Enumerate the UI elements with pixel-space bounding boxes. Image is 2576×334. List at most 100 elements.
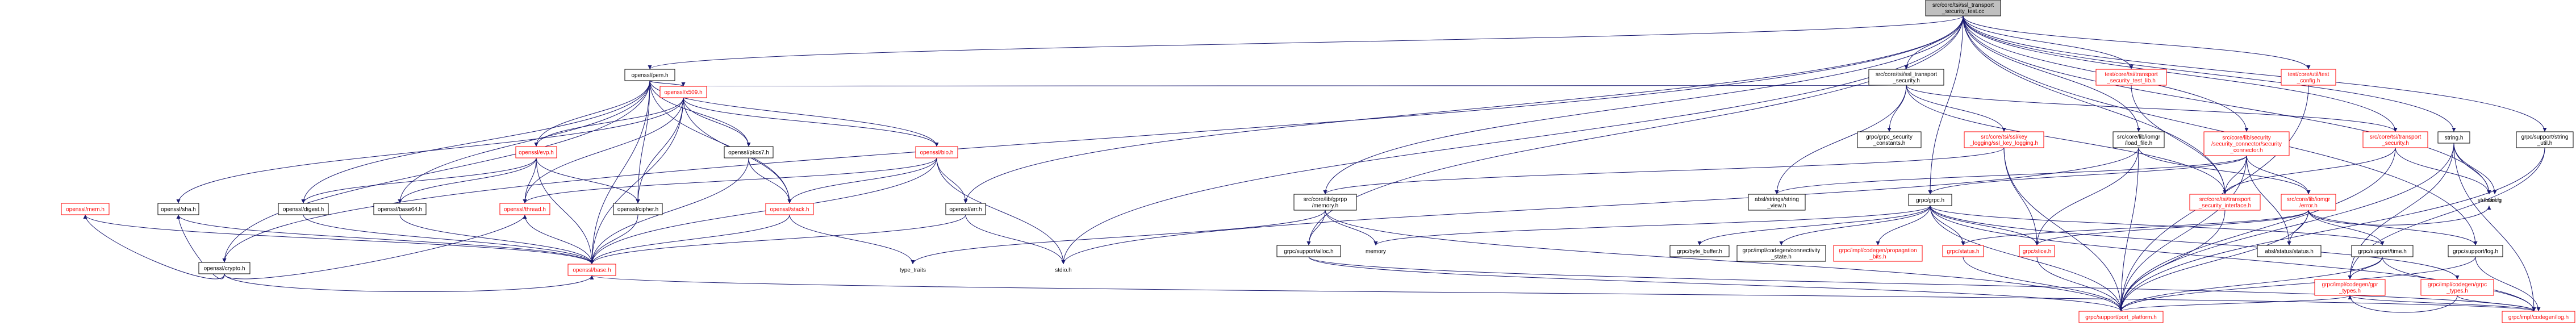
node-label: absl/strings/string: [1755, 197, 1799, 203]
node-loadfile[interactable]: src/core/lib/iomgr/load_file.h: [2112, 131, 2165, 148]
node-pem[interactable]: openssl/pem.h: [624, 69, 675, 81]
node-alloc[interactable]: grpc/support/alloc.h: [1276, 245, 1341, 257]
edge-pkcs7-to-stack: [748, 157, 792, 204]
edge-gprtypes-to-gprtypes2: [2348, 295, 2458, 313]
edge-pem-to-cipher: [636, 80, 650, 204]
edge-pem-to-base64: [398, 80, 650, 204]
edge-ssltsh-to-strview: [1775, 85, 1907, 195]
node-label: src/core/lib/iomgr: [2287, 197, 2331, 203]
node-evp[interactable]: openssl/evp.h: [515, 146, 557, 158]
node-box: [659, 86, 707, 98]
edge-root-to-grpch: [1928, 15, 1964, 195]
node-label: _util.h: [2537, 140, 2553, 147]
node-timeh[interactable]: grpc/support/time.h: [2351, 245, 2414, 257]
node-box: [1857, 131, 1922, 148]
edge-errorh-to-logh: [2308, 210, 2478, 246]
node-box: [624, 69, 675, 81]
edge-seccon-to-tsiiface: [2223, 155, 2247, 195]
node-layer: src/core/tsi/ssl_transport_security_test…: [61, 0, 2575, 323]
edge-grpch-to-memory: [1373, 205, 1931, 246]
node-cipher[interactable]: openssl/cipher.h: [613, 203, 663, 215]
node-box: [2362, 131, 2428, 148]
node-bytebuf[interactable]: grpc/byte_buffer.h: [1669, 245, 1730, 257]
edge-pem-to-x509: [649, 80, 686, 87]
node-strview[interactable]: absl/strings/string_view.h: [1748, 194, 1806, 211]
edge-grpch-to-gprtypes: [1930, 205, 2460, 280]
node-testconfig[interactable]: test/core/util/test_config.h: [2281, 69, 2336, 86]
node-strutil[interactable]: grpc/support/string_util.h: [2516, 131, 2574, 148]
node-seccon[interactable]: src/core/lib/security/security_connector…: [2203, 131, 2290, 156]
node-box: [515, 146, 557, 158]
node-stack[interactable]: openssl/stack.h: [765, 203, 814, 215]
edge-root-to-logh: [1963, 15, 2478, 246]
node-testlib[interactable]: test/core/tsi/transport_security_test_li…: [2095, 69, 2167, 86]
node-digest[interactable]: openssl/digest.h: [278, 203, 329, 215]
node-box: [724, 146, 774, 158]
node-label: grpc/support/string: [2521, 134, 2569, 140]
node-memory: memory: [1366, 249, 1386, 255]
node-sha[interactable]: openssl/sha.h: [157, 203, 199, 215]
node-base64[interactable]: openssl/base64.h: [373, 203, 427, 215]
node-errorh[interactable]: src/core/lib/iomgr/error.h: [2281, 194, 2336, 211]
node-pkcs7[interactable]: openssl/pkcs7.h: [724, 146, 774, 158]
node-box: [2189, 194, 2261, 211]
node-label: _types.h: [2339, 288, 2361, 294]
node-tsiiface[interactable]: src/core/tsi/transport_security_interfac…: [2189, 194, 2261, 211]
node-crypto[interactable]: openssl/crypto.h: [198, 262, 250, 274]
node-abslstatus[interactable]: absl/status/status.h: [2257, 245, 2322, 257]
node-stdbool: stdbool.h: [2478, 198, 2501, 204]
edge-seccon-to-portplat: [2119, 155, 2247, 312]
node-stdio: stdio.h: [1055, 268, 1071, 274]
node-thread[interactable]: openssl/thread.h: [499, 203, 550, 215]
edge-evp-to-thread: [523, 157, 537, 204]
node-tsitrans[interactable]: src/core/tsi/transport_security.h: [2362, 131, 2428, 148]
edge-root-to-strutil: [1963, 15, 2547, 132]
node-label: openssl/base.h: [573, 268, 611, 274]
node-box: [2281, 69, 2336, 86]
node-status[interactable]: grpc/status.h: [1942, 245, 1984, 257]
node-label: openssl/crypto.h: [204, 266, 245, 272]
node-label: src/core/lib/gprpp: [1304, 197, 1347, 203]
node-label: _security.h: [2381, 140, 2409, 147]
node-err[interactable]: openssl/err.h: [945, 203, 986, 215]
node-box: [2203, 131, 2290, 156]
node-propbits[interactable]: grpc/impl/codegen/propagation_bits.h: [1833, 245, 1923, 262]
node-x509[interactable]: openssl/x509.h: [659, 86, 707, 98]
edge-pem-to-pkcs7: [649, 80, 751, 147]
edge-alloc-to-stddef: [1308, 256, 2536, 312]
node-label: grpc/slice.h: [2023, 249, 2052, 255]
node-gprpcmem[interactable]: src/core/lib/gprpp/memory.h: [1293, 194, 1357, 211]
node-label: openssl/sha.h: [161, 207, 196, 213]
edge-root-to-testconfig: [1963, 15, 2311, 70]
node-label: grpc/impl/codegen/log.h: [2508, 315, 2569, 321]
edge-pem-to-evp: [534, 80, 650, 147]
node-codegenlog[interactable]: grpc/impl/codegen/log.h: [2502, 311, 2575, 323]
node-mem[interactable]: openssl/mem.h: [61, 203, 110, 215]
edge-ssltsh-to-keylog: [1906, 85, 2006, 132]
edge-gprtypes2-to-stddef: [2349, 295, 2536, 312]
edge-bio-to-stack: [787, 157, 937, 204]
node-slice[interactable]: grpc/slice.h: [2019, 245, 2055, 257]
node-gprtypes2[interactable]: grpc/impl/codegen/gpr_types.h: [2314, 279, 2386, 296]
edge-strutil-to-portplat: [2119, 147, 2545, 312]
node-base[interactable]: openssl/base.h: [567, 264, 616, 276]
node-bio[interactable]: openssl/bio.h: [915, 146, 958, 158]
node-label: openssl/pem.h: [631, 73, 668, 79]
node-label: stdbool.h: [2478, 198, 2501, 204]
node-label: absl/status/status.h: [2265, 249, 2314, 255]
node-label: _bits.h: [1869, 254, 1886, 260]
node-grpch[interactable]: grpc/grpc.h: [1908, 194, 1952, 206]
node-ssltsh[interactable]: src/core/tsi/ssl_transport_security.h: [1868, 69, 1944, 86]
node-gpsecconst[interactable]: grpc/grpc_security_constants.h: [1857, 131, 1922, 148]
node-root[interactable]: src/core/tsi/ssl_transport_security_test…: [1925, 0, 2001, 16]
node-portplat[interactable]: grpc/support/port_platform.h: [2078, 311, 2164, 323]
node-connstate[interactable]: grpc/impl/codegen/connectivity_state.h: [1736, 245, 1826, 262]
node-box: [2095, 69, 2167, 86]
edge-bio-to-stdio: [936, 157, 1066, 265]
node-gprtypes[interactable]: grpc/impl/codegen/grpc_types.h: [2420, 279, 2494, 296]
node-keylog[interactable]: src/core/tsi/ssl/key_logging/ssl_key_log…: [1964, 131, 2044, 148]
node-label: string.h: [2445, 135, 2464, 141]
node-logh[interactable]: grpc/support/log.h: [2448, 245, 2503, 257]
node-box: [2112, 131, 2165, 148]
node-stringh[interactable]: string.h: [2437, 131, 2470, 144]
